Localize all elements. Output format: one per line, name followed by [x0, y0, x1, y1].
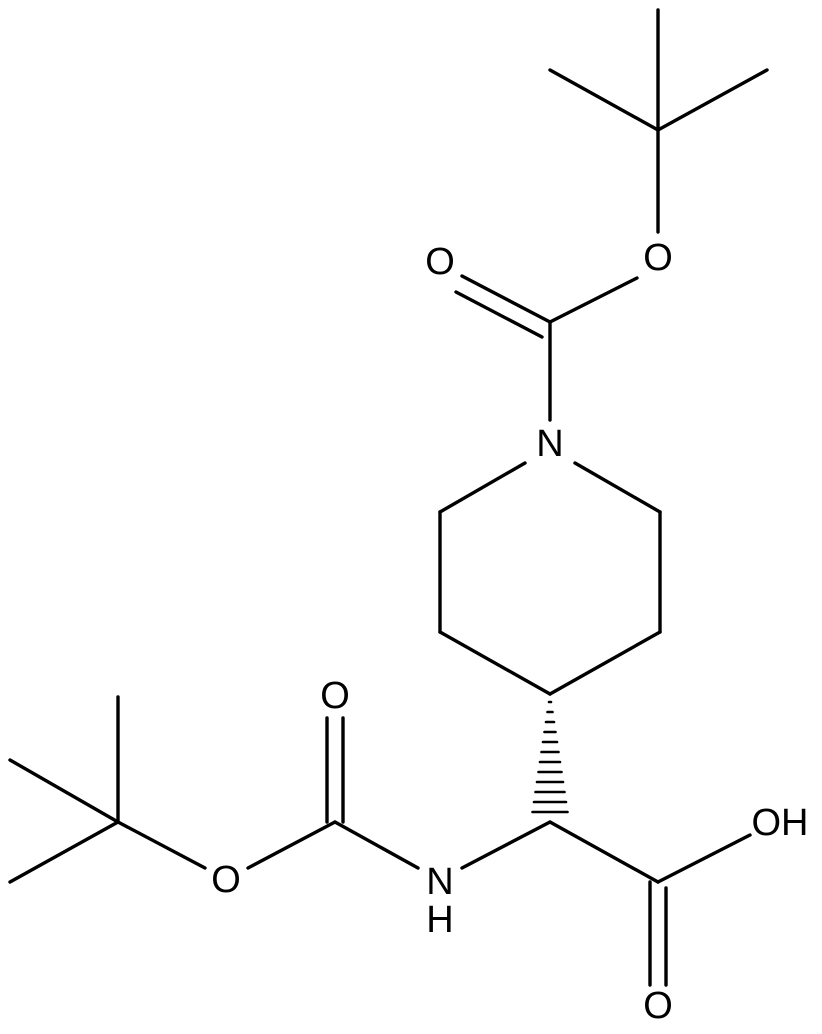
bond — [656, 68, 769, 132]
atom-label-nh-n: N — [426, 861, 453, 903]
hashed-wedge-bond — [531, 700, 569, 814]
atom-label-n-ring: N — [536, 423, 563, 465]
bond — [656, 833, 752, 884]
atom-label-o-carbonyl-top: O — [425, 241, 455, 283]
atom-label-o-acid-carbonyl: O — [643, 985, 673, 1027]
bond — [8, 820, 120, 884]
atom-label-o-ester-left: O — [211, 859, 241, 901]
atom-label-nh-h: H — [426, 899, 453, 941]
bond — [246, 820, 337, 870]
left-boc-carbamate — [116, 716, 420, 870]
bond — [460, 820, 552, 870]
left-tert-butyl-group — [8, 695, 120, 884]
bond — [8, 758, 120, 824]
bond — [116, 820, 207, 870]
atom-label-o-carbonyl-left: O — [320, 675, 350, 717]
atom-label-o-ester-top: O — [643, 237, 673, 279]
bond — [548, 276, 639, 324]
bond — [548, 820, 660, 884]
bond — [548, 68, 660, 132]
bond — [333, 820, 420, 870]
top-tert-butyl-group — [548, 8, 769, 234]
bond — [548, 630, 662, 696]
top-boc-carbamate — [454, 274, 639, 422]
double-bond-line — [460, 274, 552, 324]
bond — [573, 461, 662, 514]
bond — [438, 630, 552, 696]
piperidine-ring — [438, 461, 662, 696]
bond — [438, 461, 527, 514]
carboxylic-acid-group — [460, 820, 752, 987]
double-bond-line — [454, 290, 544, 339]
atom-label-oh: OH — [752, 802, 809, 844]
